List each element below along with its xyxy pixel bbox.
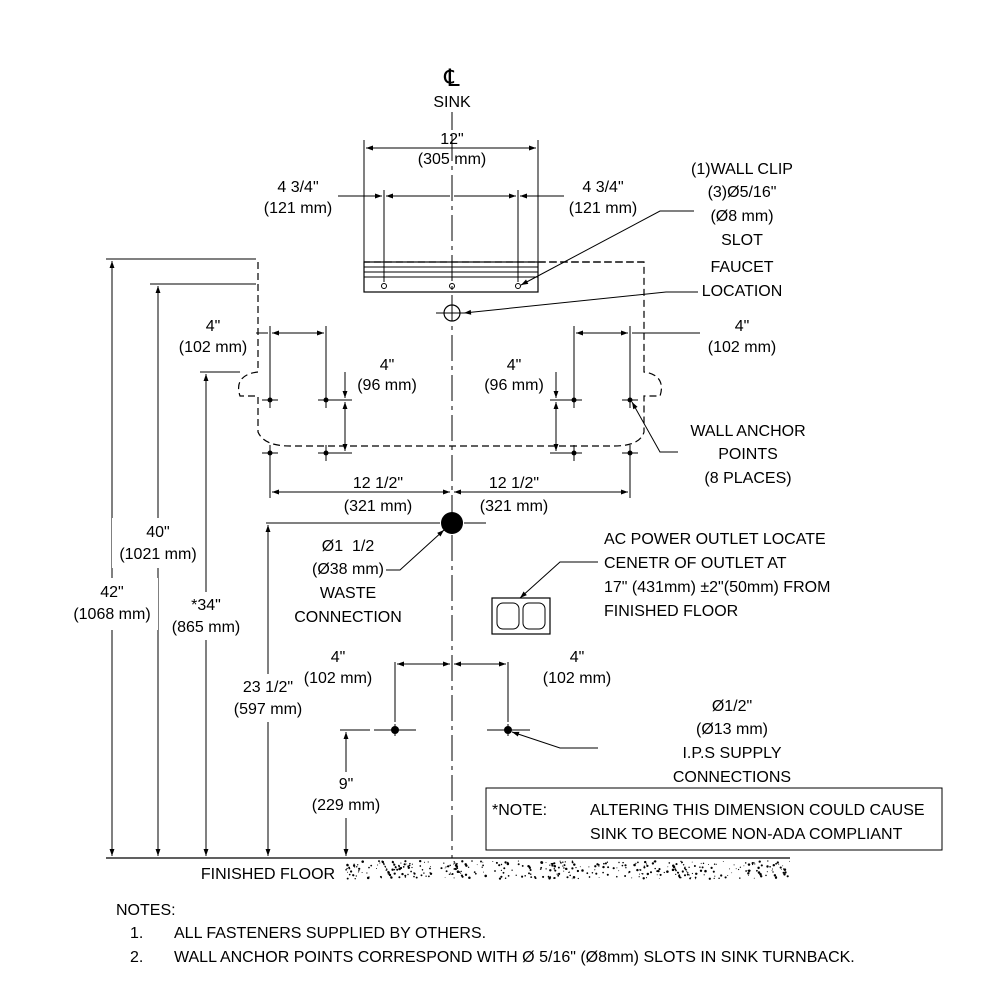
dim-anchor-left-vert-mm: (96 mm) <box>357 377 417 394</box>
callout-faucet: FAUCET LOCATION <box>702 259 783 300</box>
note-line-2: SINK TO BECOME NON-ADA COMPLIANT <box>590 826 903 843</box>
dim-top-width: 12" (305 mm) <box>363 131 539 292</box>
wall-clip-line-4: SLOT <box>721 232 763 249</box>
dim-right-clip-in: 4 3/4" <box>582 179 623 196</box>
callout-wall-clip: (1)WALL CLIP (3)Ø5/16" (Ø8 mm) SLOT <box>691 161 793 249</box>
dim-h34-in: *34" <box>191 597 221 614</box>
wall-anchor-points <box>262 392 638 461</box>
note-item-2-text: WALL ANCHOR POINTS CORRESPOND WITH Ø 5/1… <box>174 949 855 966</box>
power-line-4: FINISHED FLOOR <box>604 603 738 620</box>
note-box: *NOTE: ALTERING THIS DIMENSION COULD CAU… <box>485 787 943 851</box>
dim-anchor-right-vert-mm: (96 mm) <box>484 377 544 394</box>
dim-anchor-horizontal: 4" (102 mm) 4" (102 mm) <box>179 318 776 396</box>
wall-clip-line-3: (Ø8 mm) <box>710 208 773 225</box>
dim-anchor-vertical: 4" (96 mm) 4" (96 mm) <box>330 357 570 454</box>
supply-line-1: Ø1/2" <box>712 698 752 715</box>
callout-leaders <box>386 210 698 749</box>
dim-h42-in: 42" <box>100 584 123 601</box>
notes-title: NOTES: <box>116 902 176 919</box>
power-line-1: AC POWER OUTLET LOCATE <box>604 531 826 548</box>
dim-half-right-mm: (321 mm) <box>480 498 548 515</box>
dim-left-clip-mm: (121 mm) <box>264 200 332 217</box>
notes-section: NOTES: 1. ALL FASTENERS SUPPLIED BY OTHE… <box>116 902 855 966</box>
dim-top-width-mm: (305 mm) <box>418 151 486 168</box>
waste-connection <box>266 512 486 534</box>
waste-line-3: WASTE <box>320 585 376 602</box>
centerline-label: SINK <box>433 94 471 111</box>
dim-left-clip-in: 4 3/4" <box>277 179 318 196</box>
dim-h9-mm: (229 mm) <box>312 797 380 814</box>
dim-half-left-mm: (321 mm) <box>344 498 412 515</box>
dim-h23-mm: (597 mm) <box>234 701 302 718</box>
dim-half-left-in: 12 1/2" <box>353 475 403 492</box>
dim-half-width: 12 1/2" (321 mm) 12 1/2" (321 mm) <box>269 457 631 515</box>
dim-h40-mm: (1021 mm) <box>119 546 196 563</box>
floor-label: FINISHED FLOOR <box>201 866 335 883</box>
faucet-location <box>436 304 468 322</box>
faucet-line-2: LOCATION <box>702 283 783 300</box>
dim-h42-mm: (1068 mm) <box>73 606 150 623</box>
note-item-1-num: 1. <box>130 925 143 942</box>
wall-clip <box>363 261 539 293</box>
dim-half-right-in: 12 1/2" <box>489 475 539 492</box>
note-line-1: ALTERING THIS DIMENSION COULD CAUSE <box>590 802 925 819</box>
power-outlet <box>491 597 551 635</box>
sink-outline <box>237 261 663 447</box>
callout-wall-anchor: WALL ANCHOR POINTS (8 PLACES) <box>690 423 805 487</box>
dim-anchor-right-mm: (102 mm) <box>708 339 776 356</box>
wall-anchor-line-2: POINTS <box>718 446 778 463</box>
dim-supply-right-mm: (102 mm) <box>543 670 611 687</box>
floor-hatch <box>345 859 790 880</box>
note-label: *NOTE: <box>492 802 547 819</box>
callout-power: AC POWER OUTLET LOCATE CENETR OF OUTLET … <box>604 531 830 620</box>
dim-anchor-right-in: 4" <box>735 318 750 335</box>
note-item-1-text: ALL FASTENERS SUPPLIED BY OTHERS. <box>174 925 486 942</box>
wall-clip-line-2: (3)Ø5/16" <box>708 184 777 201</box>
dim-h40-in: 40" <box>146 524 169 541</box>
dim-top-width-in: 12" <box>440 131 463 148</box>
dim-h9-in: 9" <box>339 776 354 793</box>
power-line-3: 17" (431mm) ±2"(50mm) FROM <box>604 579 830 596</box>
dim-supply-left-mm: (102 mm) <box>304 670 372 687</box>
note-item-2-num: 2. <box>130 949 143 966</box>
supply-line-4: CONNECTIONS <box>673 769 791 786</box>
waste-line-4: CONNECTION <box>294 609 402 626</box>
wall-clip-line-1: (1)WALL CLIP <box>691 161 793 178</box>
dim-right-clip-mm: (121 mm) <box>569 200 637 217</box>
dim-h34-mm: (865 mm) <box>172 619 240 636</box>
wall-anchor-line-1: WALL ANCHOR <box>690 423 805 440</box>
dim-anchor-left-vert-in: 4" <box>380 357 395 374</box>
waste-line-1: Ø1 1/2 <box>322 538 375 555</box>
dim-anchor-left-mm: (102 mm) <box>179 339 247 356</box>
callout-waste: Ø1 1/2 (Ø38 mm) WASTE CONNECTION <box>294 538 402 626</box>
dim-h23-in: 23 1/2" <box>243 679 293 696</box>
centerline: ℄ SINK <box>433 65 471 858</box>
wall-anchor-line-3: (8 PLACES) <box>704 470 791 487</box>
dim-clip-spacing: 4 3/4" (121 mm) 4 3/4" (121 mm) <box>264 179 637 282</box>
power-line-2: CENETR OF OUTLET AT <box>604 555 787 572</box>
supply-line-3: I.P.S SUPPLY <box>682 745 781 762</box>
finished-floor: FINISHED FLOOR <box>106 857 790 883</box>
faucet-line-1: FAUCET <box>710 259 773 276</box>
waste-line-2: (Ø38 mm) <box>312 561 384 578</box>
dim-supply-left-in: 4" <box>331 649 346 666</box>
callout-supply: Ø1/2" (Ø13 mm) I.P.S SUPPLY CONNECTIONS <box>673 698 791 786</box>
centerline-symbol: ℄ <box>443 65 460 92</box>
dim-heights: 42" (1068 mm) 40" (1021 mm) *34" (865 mm… <box>66 258 312 856</box>
supply-line-2: (Ø13 mm) <box>696 721 768 738</box>
supply-connections: 4" (102 mm) 4" (102 mm) 9" (229 mm) <box>304 649 611 856</box>
dim-anchor-right-vert-in: 4" <box>507 357 522 374</box>
dim-anchor-left-in: 4" <box>206 318 221 335</box>
dim-supply-right-in: 4" <box>570 649 585 666</box>
